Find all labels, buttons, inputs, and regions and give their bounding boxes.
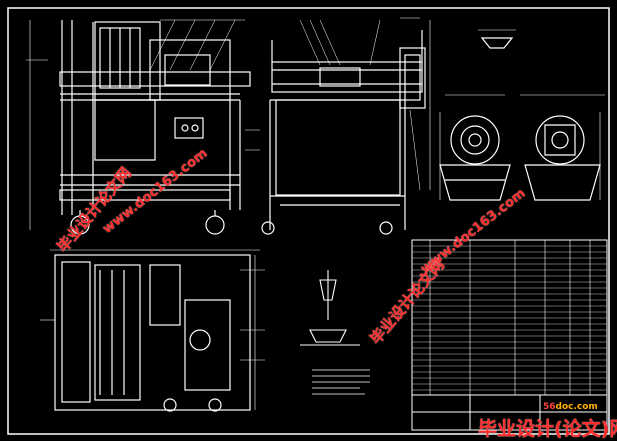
drawing-border <box>7 7 610 435</box>
parts-list-rows <box>412 245 607 391</box>
detail-views <box>439 29 605 201</box>
parts-list <box>411 239 608 431</box>
small-part-view <box>300 270 370 395</box>
watermark-bottom-brand: 毕业设计(论文)网 <box>478 418 617 440</box>
plan-view <box>40 249 265 412</box>
front-view <box>26 19 260 235</box>
site-watermark: 56doc.com <box>543 402 598 412</box>
title-block <box>412 395 607 430</box>
site-suffix: doc.com <box>555 402 598 412</box>
side-view <box>261 17 431 235</box>
site-prefix: 56 <box>543 402 556 412</box>
